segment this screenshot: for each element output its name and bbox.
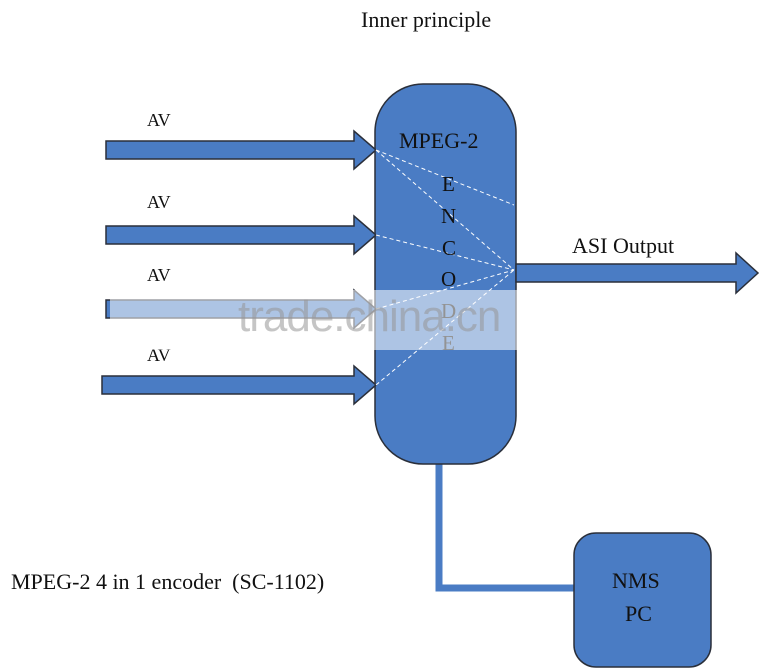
output-arrow (515, 251, 760, 295)
input-label-1: AV (147, 110, 171, 130)
nms-label: NMS (612, 568, 660, 593)
encoder-letter-e: E (442, 172, 455, 196)
input-arrow-1 (105, 129, 378, 171)
watermark-band (110, 290, 540, 350)
input-label-4: AV (147, 345, 171, 365)
encoder-letter-n: N (441, 204, 457, 228)
output-label: ASI Output (572, 233, 675, 258)
input-label-3: AV (147, 265, 171, 285)
product-caption: MPEG-2 4 in 1 encoder (SC-1102) (11, 569, 325, 594)
input-arrow-4 (101, 364, 378, 406)
input-label-2: AV (147, 192, 171, 212)
nms-connector (435, 460, 575, 592)
input-arrow-2 (105, 214, 378, 256)
watermark: trade.china.cn (238, 292, 501, 341)
encoder-letter-c: C (442, 236, 457, 260)
diagram-title: Inner principle (361, 7, 492, 32)
encoder-letter-o: O (441, 267, 457, 291)
mux-lines (375, 149, 515, 386)
pc-label: PC (625, 601, 652, 626)
encoder-heading: MPEG-2 (399, 128, 479, 153)
nms-pc-block (573, 532, 712, 668)
